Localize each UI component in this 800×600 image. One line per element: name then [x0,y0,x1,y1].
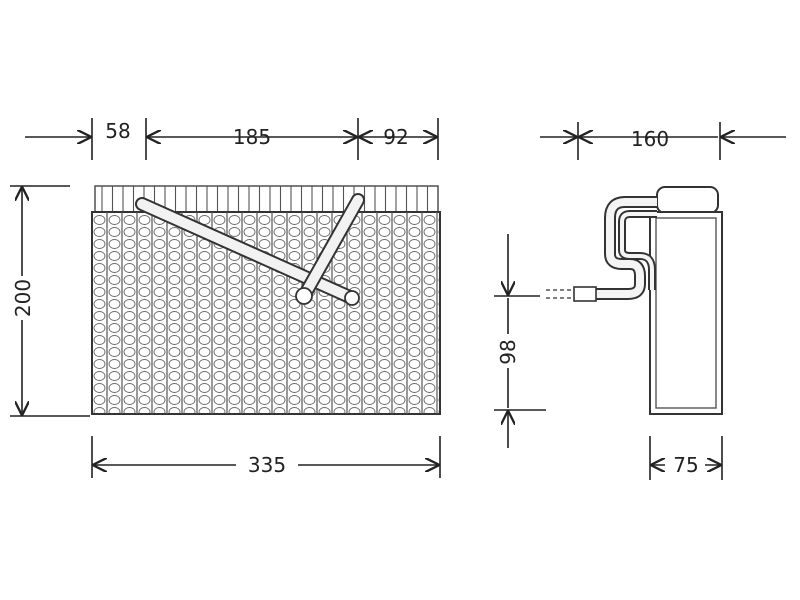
dim-label-200: 200 [11,279,35,317]
side-top-dimension: 160 [540,122,786,160]
dim-label-75: 75 [673,453,698,477]
front-height-dimension: 200 [10,185,90,417]
side-pipe-height-dimension: 98 [494,234,546,448]
dim-label-160: 160 [631,127,669,151]
dim-label-92: 92 [383,125,408,149]
side-depth-dimension: 75 [649,436,723,480]
dim-label-58: 58 [105,119,130,143]
dim-label-185: 185 [233,125,271,149]
side-body [649,186,723,415]
diagonal-pipe-short [295,193,365,305]
front-view: 58 185 92 200 [10,118,441,478]
dim-label-98: 98 [496,339,520,364]
front-width-dimension: 335 [91,436,441,478]
evaporator-core [91,185,441,415]
front-top-dimensions: 58 185 92 [25,118,439,160]
dim-label-335: 335 [248,453,286,477]
side-view: 160 98 [494,122,786,480]
side-pipe [546,196,657,302]
